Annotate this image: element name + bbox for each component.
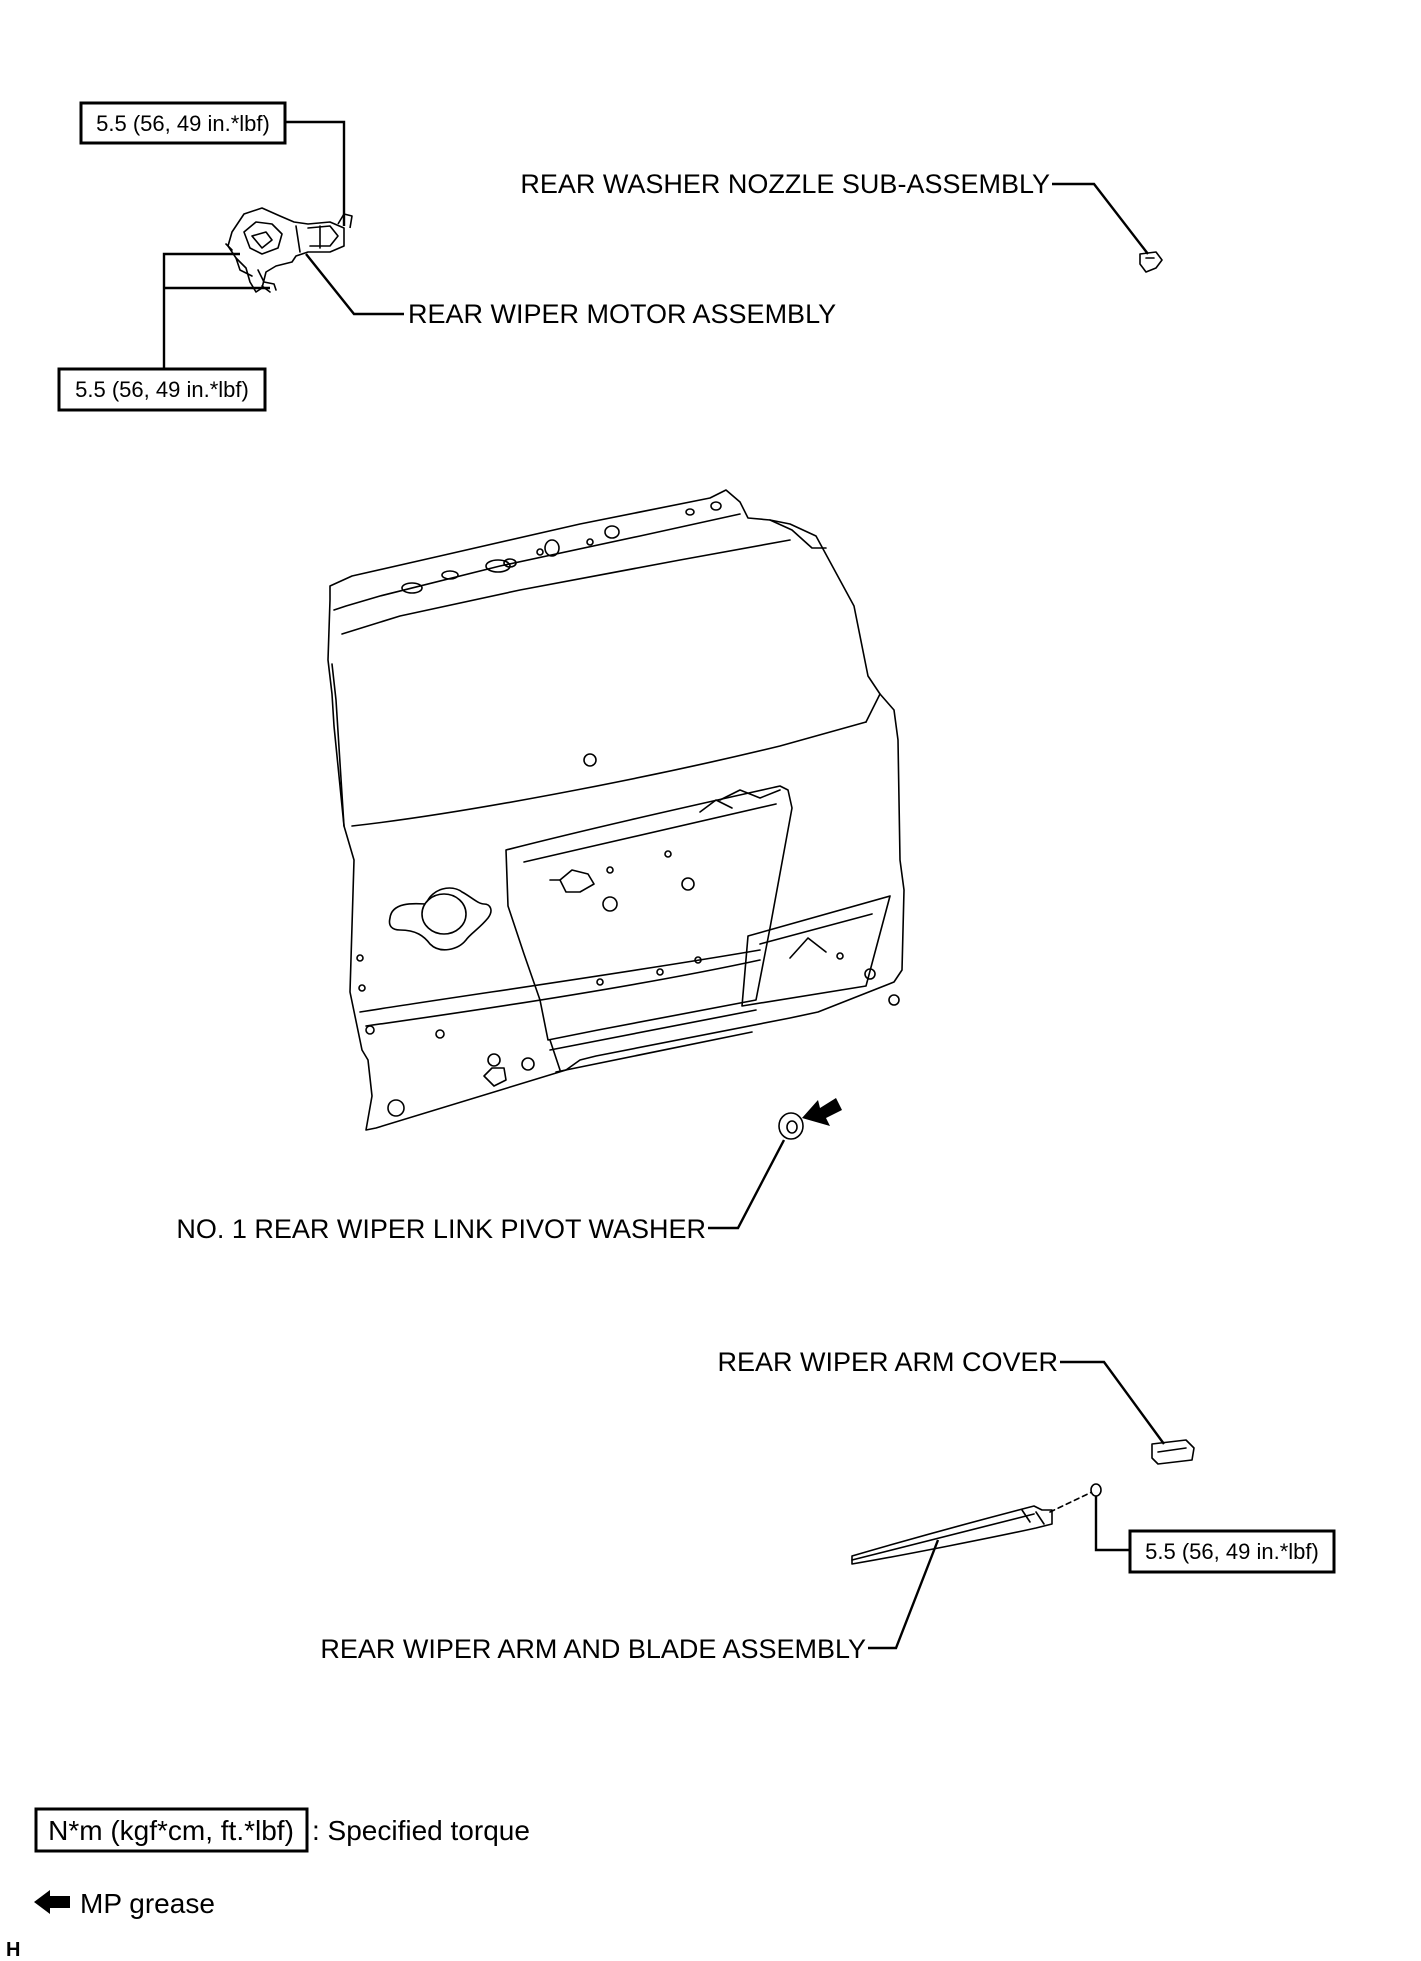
legend-torque-desc: : Specified torque bbox=[312, 1815, 530, 1846]
label-arm-blade: REAR WIPER ARM AND BLADE ASSEMBLY bbox=[320, 1634, 866, 1664]
pivot-washer-drawing bbox=[778, 1112, 804, 1140]
torque-value: 5.5 (56, 49 in.*lbf) bbox=[1145, 1539, 1319, 1564]
arm-blade-drawing bbox=[851, 1483, 1102, 1565]
legend-torque-unit: N*m (kgf*cm, ft.*lbf) bbox=[48, 1815, 294, 1846]
leader-lines bbox=[162, 120, 1165, 1650]
washer-nozzle-drawing bbox=[1139, 251, 1163, 273]
torque-box-motor-bottom: 5.5 (56, 49 in.*lbf) bbox=[57, 367, 267, 412]
grease-arrow-icon bbox=[34, 1890, 70, 1914]
back-door-drawing bbox=[327, 489, 905, 1131]
label-wiper-motor: REAR WIPER MOTOR ASSEMBLY bbox=[408, 299, 836, 329]
torque-value: 5.5 (56, 49 in.*lbf) bbox=[75, 377, 249, 402]
legend-grease-desc: MP grease bbox=[80, 1888, 215, 1919]
label-arm-cover: REAR WIPER ARM COVER bbox=[717, 1347, 1058, 1377]
label-washer-nozzle: REAR WASHER NOZZLE SUB-ASSEMBLY bbox=[520, 169, 1050, 199]
legend-grease: MP grease bbox=[34, 1888, 215, 1919]
grease-arrow-icon bbox=[802, 1098, 842, 1126]
torque-box-motor-top: 5.5 (56, 49 in.*lbf) bbox=[79, 101, 287, 145]
label-pivot-washer: NO. 1 REAR WIPER LINK PIVOT WASHER bbox=[176, 1214, 706, 1244]
arm-cover-drawing bbox=[1151, 1439, 1195, 1465]
figure-code: H bbox=[6, 1939, 20, 1961]
torque-box-arm-nut: 5.5 (56, 49 in.*lbf) bbox=[1128, 1529, 1336, 1574]
wiper-motor-drawing bbox=[225, 207, 353, 293]
torque-value: 5.5 (56, 49 in.*lbf) bbox=[96, 111, 270, 136]
legend-torque: N*m (kgf*cm, ft.*lbf) : Specified torque bbox=[34, 1807, 530, 1853]
